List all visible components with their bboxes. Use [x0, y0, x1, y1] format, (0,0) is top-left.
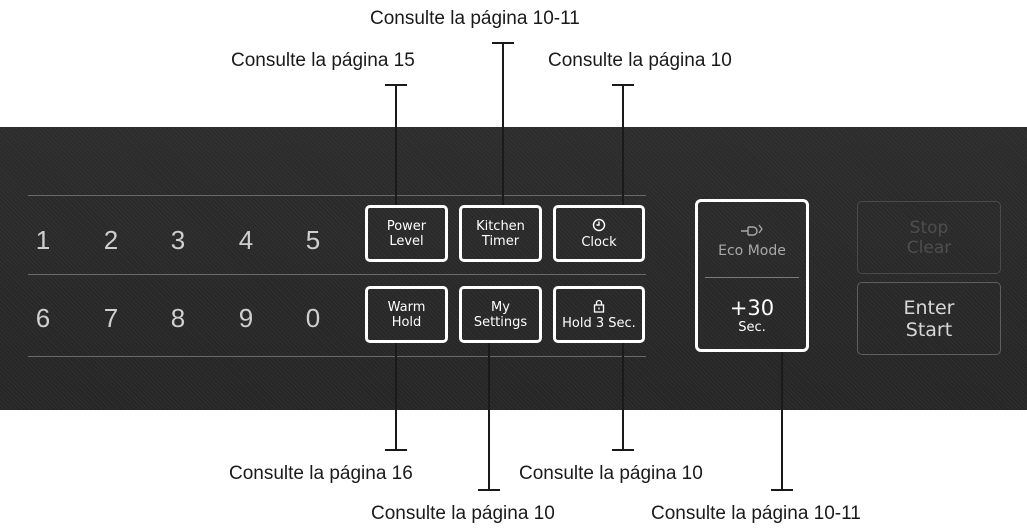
stop-clear-line2: Clear: [906, 237, 952, 258]
my-settings-line2: Settings: [473, 314, 528, 330]
digit-0-button[interactable]: 0: [305, 303, 321, 333]
enter-start-button[interactable]: Enter Start: [857, 282, 1001, 355]
clock-label: Clock: [581, 234, 617, 250]
warm-hold-line1: Warm: [387, 299, 426, 315]
leader-plus-30-sec: [781, 352, 783, 490]
eco-divider: [705, 277, 799, 278]
eco-mode-label: Eco Mode: [718, 242, 786, 259]
eco-plus30-highlight: [695, 199, 809, 352]
digit-2-button[interactable]: 2: [103, 225, 119, 255]
eco-plug-icon: [739, 223, 765, 242]
plus-30-line2: Sec.: [738, 319, 766, 335]
callout-kitchen-timer: Consulte la página 10-11: [370, 8, 580, 29]
hold-3-sec-label: Hold 3 Sec.: [562, 315, 636, 331]
digit-1-button[interactable]: 1: [35, 225, 51, 255]
leader-cap-hold-3-sec: [612, 449, 634, 451]
eco-mode-button[interactable]: Eco Mode: [705, 212, 799, 270]
my-settings-line1: My: [491, 299, 510, 315]
stop-clear-line1: Stop: [909, 217, 949, 238]
power-level-line1: Power: [386, 218, 427, 234]
divider-bottom: [28, 356, 646, 357]
plus-30-sec-button[interactable]: +30 Sec.: [705, 285, 799, 345]
leader-cap-plus-30-sec: [771, 489, 793, 491]
kitchen-timer-button[interactable]: Kitchen Timer: [459, 205, 542, 262]
leader-cap-warm-hold: [385, 449, 407, 451]
power-level-line2: Level: [389, 233, 424, 249]
kitchen-timer-line1: Kitchen: [476, 218, 525, 234]
plus-30-line1: +30: [729, 295, 775, 320]
divider-middle: [28, 274, 646, 275]
callout-clock: Consulte la página 10: [548, 50, 732, 71]
clock-button[interactable]: Clock: [553, 205, 645, 262]
enter-start-line2: Start: [905, 318, 953, 341]
kitchen-timer-line2: Timer: [481, 233, 520, 249]
callout-plus-30-sec: Consulte la página 10-11: [651, 503, 861, 524]
callout-my-settings: Consulte la página 10: [371, 503, 555, 524]
digit-9-button[interactable]: 9: [238, 303, 254, 333]
leader-my-settings: [488, 343, 490, 490]
warm-hold-button[interactable]: Warm Hold: [365, 286, 448, 343]
leader-clock: [622, 84, 624, 205]
callout-power-level: Consulte la página 15: [231, 50, 415, 71]
leader-cap-my-settings: [478, 489, 500, 491]
digit-8-button[interactable]: 8: [170, 303, 186, 333]
callout-hold-3-sec: Consulte la página 10: [519, 463, 703, 484]
power-level-button[interactable]: Power Level: [365, 205, 448, 262]
leader-kitchen-timer: [502, 42, 504, 205]
leader-power-level: [395, 84, 397, 205]
stop-clear-button[interactable]: Stop Clear: [857, 201, 1001, 274]
warm-hold-line2: Hold: [391, 314, 422, 330]
control-panel: [0, 127, 1027, 410]
digit-3-button[interactable]: 3: [170, 225, 186, 255]
clock-icon: [592, 218, 606, 235]
my-settings-button[interactable]: My Settings: [459, 286, 542, 343]
digit-4-button[interactable]: 4: [238, 225, 254, 255]
hold-3-sec-button[interactable]: Hold 3 Sec.: [553, 286, 645, 343]
lock-icon: [592, 299, 606, 316]
digit-6-button[interactable]: 6: [35, 303, 51, 333]
enter-start-line1: Enter: [903, 296, 955, 319]
leader-warm-hold: [395, 343, 397, 450]
callout-warm-hold: Consulte la página 16: [229, 463, 413, 484]
digit-7-button[interactable]: 7: [103, 303, 119, 333]
leader-hold-3-sec: [622, 343, 624, 450]
digit-5-button[interactable]: 5: [305, 225, 321, 255]
divider-top: [28, 195, 646, 196]
